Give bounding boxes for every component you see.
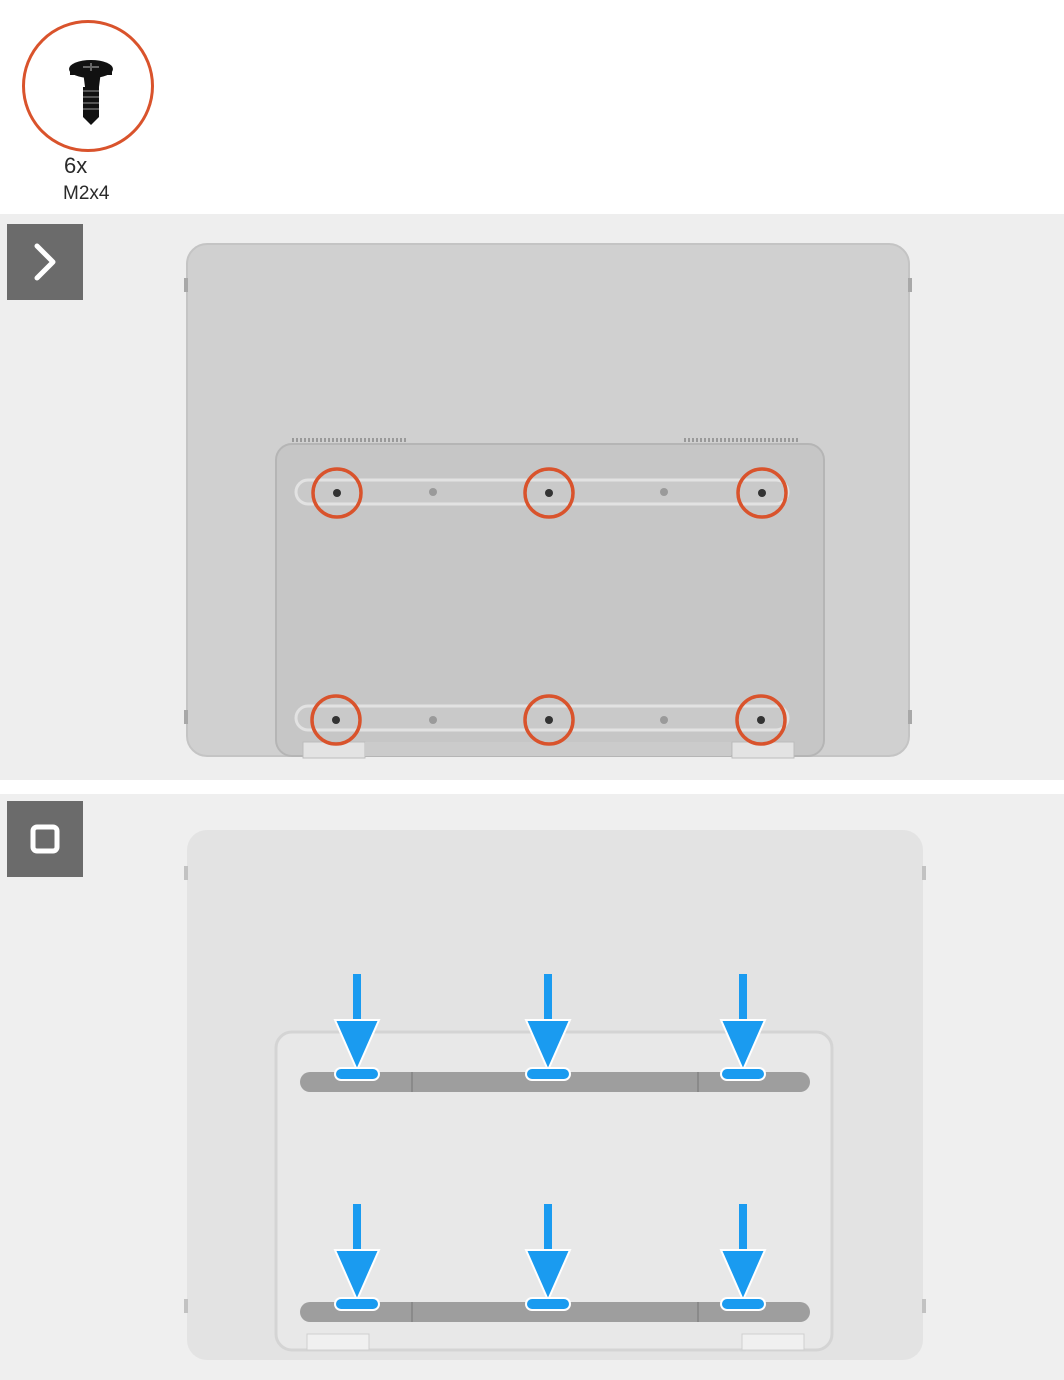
monitor-back-diagram [184, 243, 912, 759]
screw-badge [22, 20, 154, 152]
screw-size: M2x4 [63, 183, 110, 204]
down-arrow-1 [333, 974, 381, 1081]
step-1-panel [0, 214, 1064, 780]
screw-highlight-1 [311, 467, 363, 519]
down-arrow-6 [719, 1204, 767, 1311]
monitor-back-diagram-2 [184, 830, 926, 1360]
step-1-icon [7, 224, 83, 300]
down-arrow-5 [524, 1204, 572, 1311]
chevron-right-icon [34, 243, 56, 281]
step-2-panel [0, 794, 1064, 1380]
screw-highlight-4 [310, 694, 362, 746]
stop-square-icon [30, 824, 60, 854]
screw-highlight-5 [523, 694, 575, 746]
down-arrow-2 [524, 974, 572, 1081]
screw-count: 6x [64, 153, 88, 178]
down-arrow-3 [719, 974, 767, 1081]
down-arrow-4 [333, 1204, 381, 1311]
step-2-icon [7, 801, 83, 877]
screw-highlight-6 [735, 694, 787, 746]
screw-icon [69, 60, 113, 125]
screw-highlight-3 [736, 467, 788, 519]
screw-highlight-2 [523, 467, 575, 519]
